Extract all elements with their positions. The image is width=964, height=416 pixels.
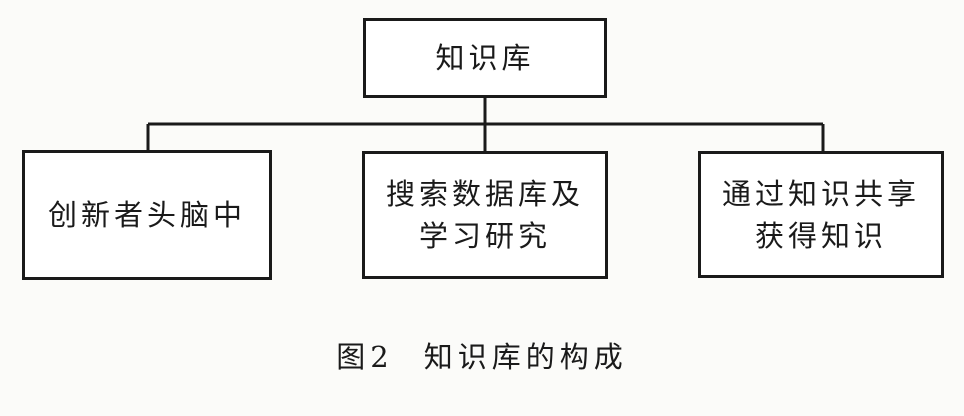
child-node-2-line-1: 搜索数据库及 xyxy=(385,177,584,211)
child-node-1-line-1: 创新者头脑中 xyxy=(47,198,246,232)
root-node-box: 知识库 xyxy=(363,18,607,98)
figure-title: 知识库的构成 xyxy=(423,340,628,374)
child-node-box-1: 创新者头脑中 xyxy=(22,150,272,280)
child-node-2-line-2: 学习研究 xyxy=(418,219,551,253)
child-node-3-line-2: 获得知识 xyxy=(754,218,887,253)
child-node-box-3: 通过知识共享 获得知识 xyxy=(698,151,944,278)
figure-caption: 图2 知识库的构成 xyxy=(0,334,964,376)
figure-number: 图2 xyxy=(336,340,394,374)
child-node-box-2: 搜索数据库及 学习研究 xyxy=(362,151,608,279)
child-node-3-line-1: 通过知识共享 xyxy=(721,176,920,211)
root-node-label: 知识库 xyxy=(435,41,535,75)
